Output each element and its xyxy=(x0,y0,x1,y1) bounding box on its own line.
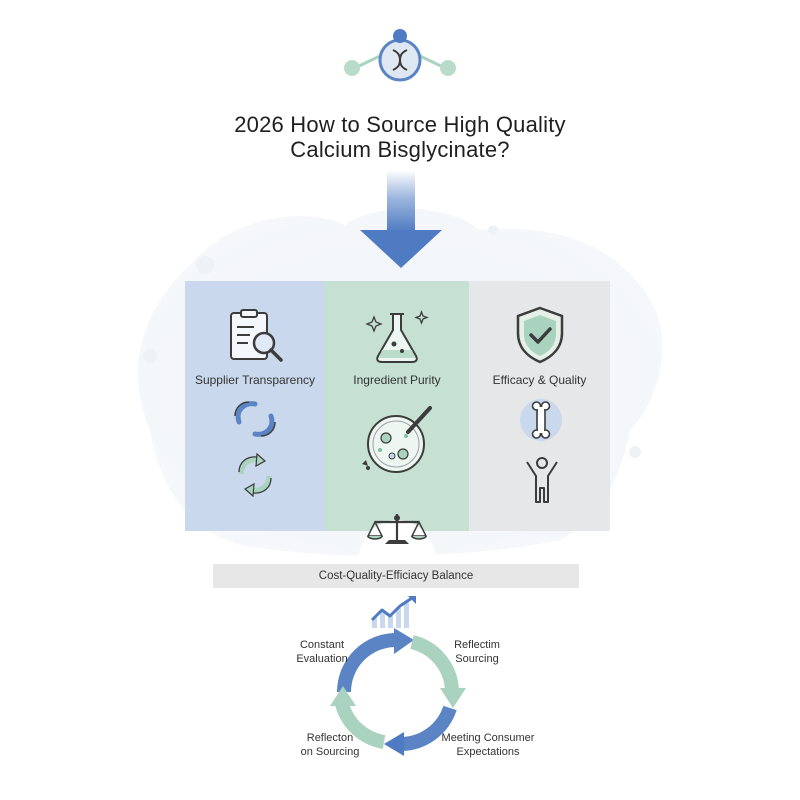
page-title-line2: Calcium Bisglycinate? xyxy=(290,137,510,162)
balance-bar: Cost-Quality-Efficiacy Balance xyxy=(213,564,579,588)
cycle-label-line: Reflectim xyxy=(454,639,500,651)
recycle-icon xyxy=(238,452,272,498)
cycle-arrow-bottom-right xyxy=(401,705,457,751)
cycle-label-line: Constant xyxy=(299,639,345,651)
clipboard-magnifier-icon xyxy=(230,309,283,362)
panel-label: Efficacy & Quality xyxy=(492,373,587,387)
cycle-label-line: Reflecton xyxy=(306,732,354,744)
panel-label: Supplier Transparency xyxy=(194,373,316,387)
petri-dish-icon xyxy=(362,406,432,473)
cycle-label-line: Evaluation xyxy=(296,653,348,665)
cycle-arrow-top-right xyxy=(410,635,459,691)
cycle-arrowhead-left xyxy=(330,686,356,706)
panel-label: Ingredient Purity xyxy=(353,373,441,387)
cycle-arrow-top-left xyxy=(337,633,397,693)
cycle-label-reflectim-sourcing: Reflectim Sourcing xyxy=(447,638,507,666)
sync-icon xyxy=(234,401,276,437)
dna-node-icon xyxy=(344,29,456,82)
scale-icon xyxy=(359,514,435,558)
cycle-label-line: on Sourcing xyxy=(300,746,360,758)
cycle-diagram xyxy=(330,628,466,756)
cycle-arrow-bottom-left xyxy=(335,701,386,749)
cycle-label-line: Meeting Consumer xyxy=(441,732,535,744)
cycle-arrowhead-top xyxy=(394,628,414,654)
cycle-arrowhead-bottom xyxy=(384,732,404,756)
cycle-label-line: Sourcing xyxy=(455,653,499,665)
arrow-down-icon xyxy=(360,170,442,268)
cycle-label-line: Expectations xyxy=(456,746,520,758)
cycle-arrowhead-right xyxy=(440,688,466,708)
cycle-label-meeting-consumer-expectations: Meeting Consumer Expectations xyxy=(436,731,540,759)
bone-icon xyxy=(520,399,562,441)
cycle-label-constant-evaluation: Constant Evaluation xyxy=(292,638,352,666)
page-title-line1: 2026 How to Source High Quality xyxy=(234,112,566,137)
flask-icon xyxy=(365,310,429,363)
person-icon xyxy=(526,457,558,503)
trend-chart-icon xyxy=(370,596,416,628)
cycle-label-reflecton-on-sourcing: Reflecton on Sourcing xyxy=(295,731,365,759)
shield-check-icon xyxy=(516,306,564,364)
